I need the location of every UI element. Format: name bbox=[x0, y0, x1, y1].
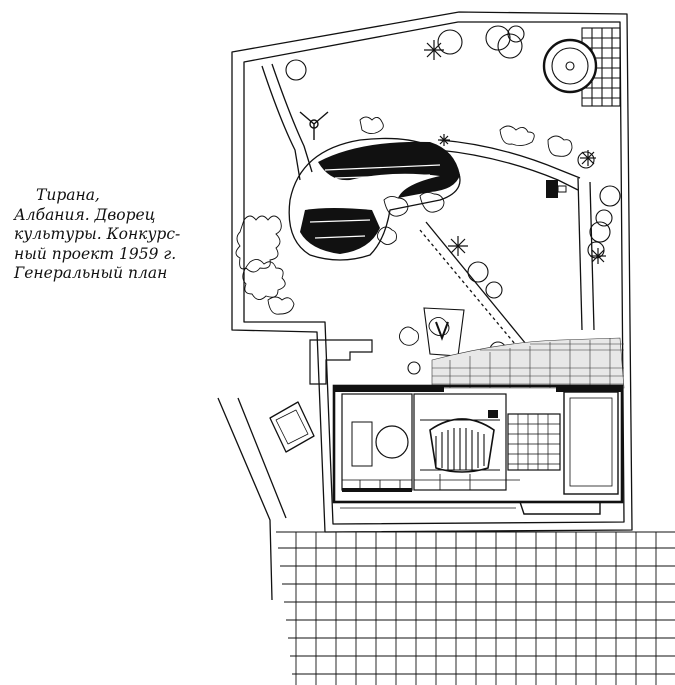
west-street-line-inner bbox=[237, 397, 287, 519]
park-path-east bbox=[439, 139, 581, 179]
caption-line-2: Албания. Дворец bbox=[14, 205, 156, 224]
round-pavilion bbox=[542, 27, 621, 107]
plaza-paving bbox=[431, 337, 625, 389]
caption-line-1: Тирана, bbox=[36, 186, 100, 204]
lake bbox=[288, 137, 461, 261]
star-trees bbox=[424, 40, 606, 264]
building-wall-accents bbox=[334, 386, 622, 492]
lake-water bbox=[300, 141, 460, 254]
west-pavilion bbox=[269, 401, 315, 453]
figure-caption: Тирана, Албания. Дворец культуры. Конкур… bbox=[14, 186, 214, 284]
tripod-sculpture bbox=[299, 111, 329, 140]
inner-road-edge bbox=[243, 21, 625, 525]
site-boundary bbox=[231, 11, 633, 533]
palace-building bbox=[309, 339, 624, 515]
west-street-line bbox=[217, 397, 273, 601]
kiosk bbox=[546, 180, 558, 198]
monument-plinth bbox=[423, 307, 465, 357]
park-path-diagonal bbox=[419, 229, 521, 351]
shrub-masses bbox=[235, 116, 573, 346]
caption-line-3: культуры. Конкурс- bbox=[14, 225, 181, 243]
south-plaza-grid bbox=[276, 531, 675, 685]
park-path-north bbox=[261, 65, 301, 181]
caption-line-4: ный проект 1959 г. bbox=[14, 244, 177, 263]
caption-line-5: Генеральный план bbox=[14, 264, 168, 282]
lake-reflections bbox=[309, 164, 441, 239]
